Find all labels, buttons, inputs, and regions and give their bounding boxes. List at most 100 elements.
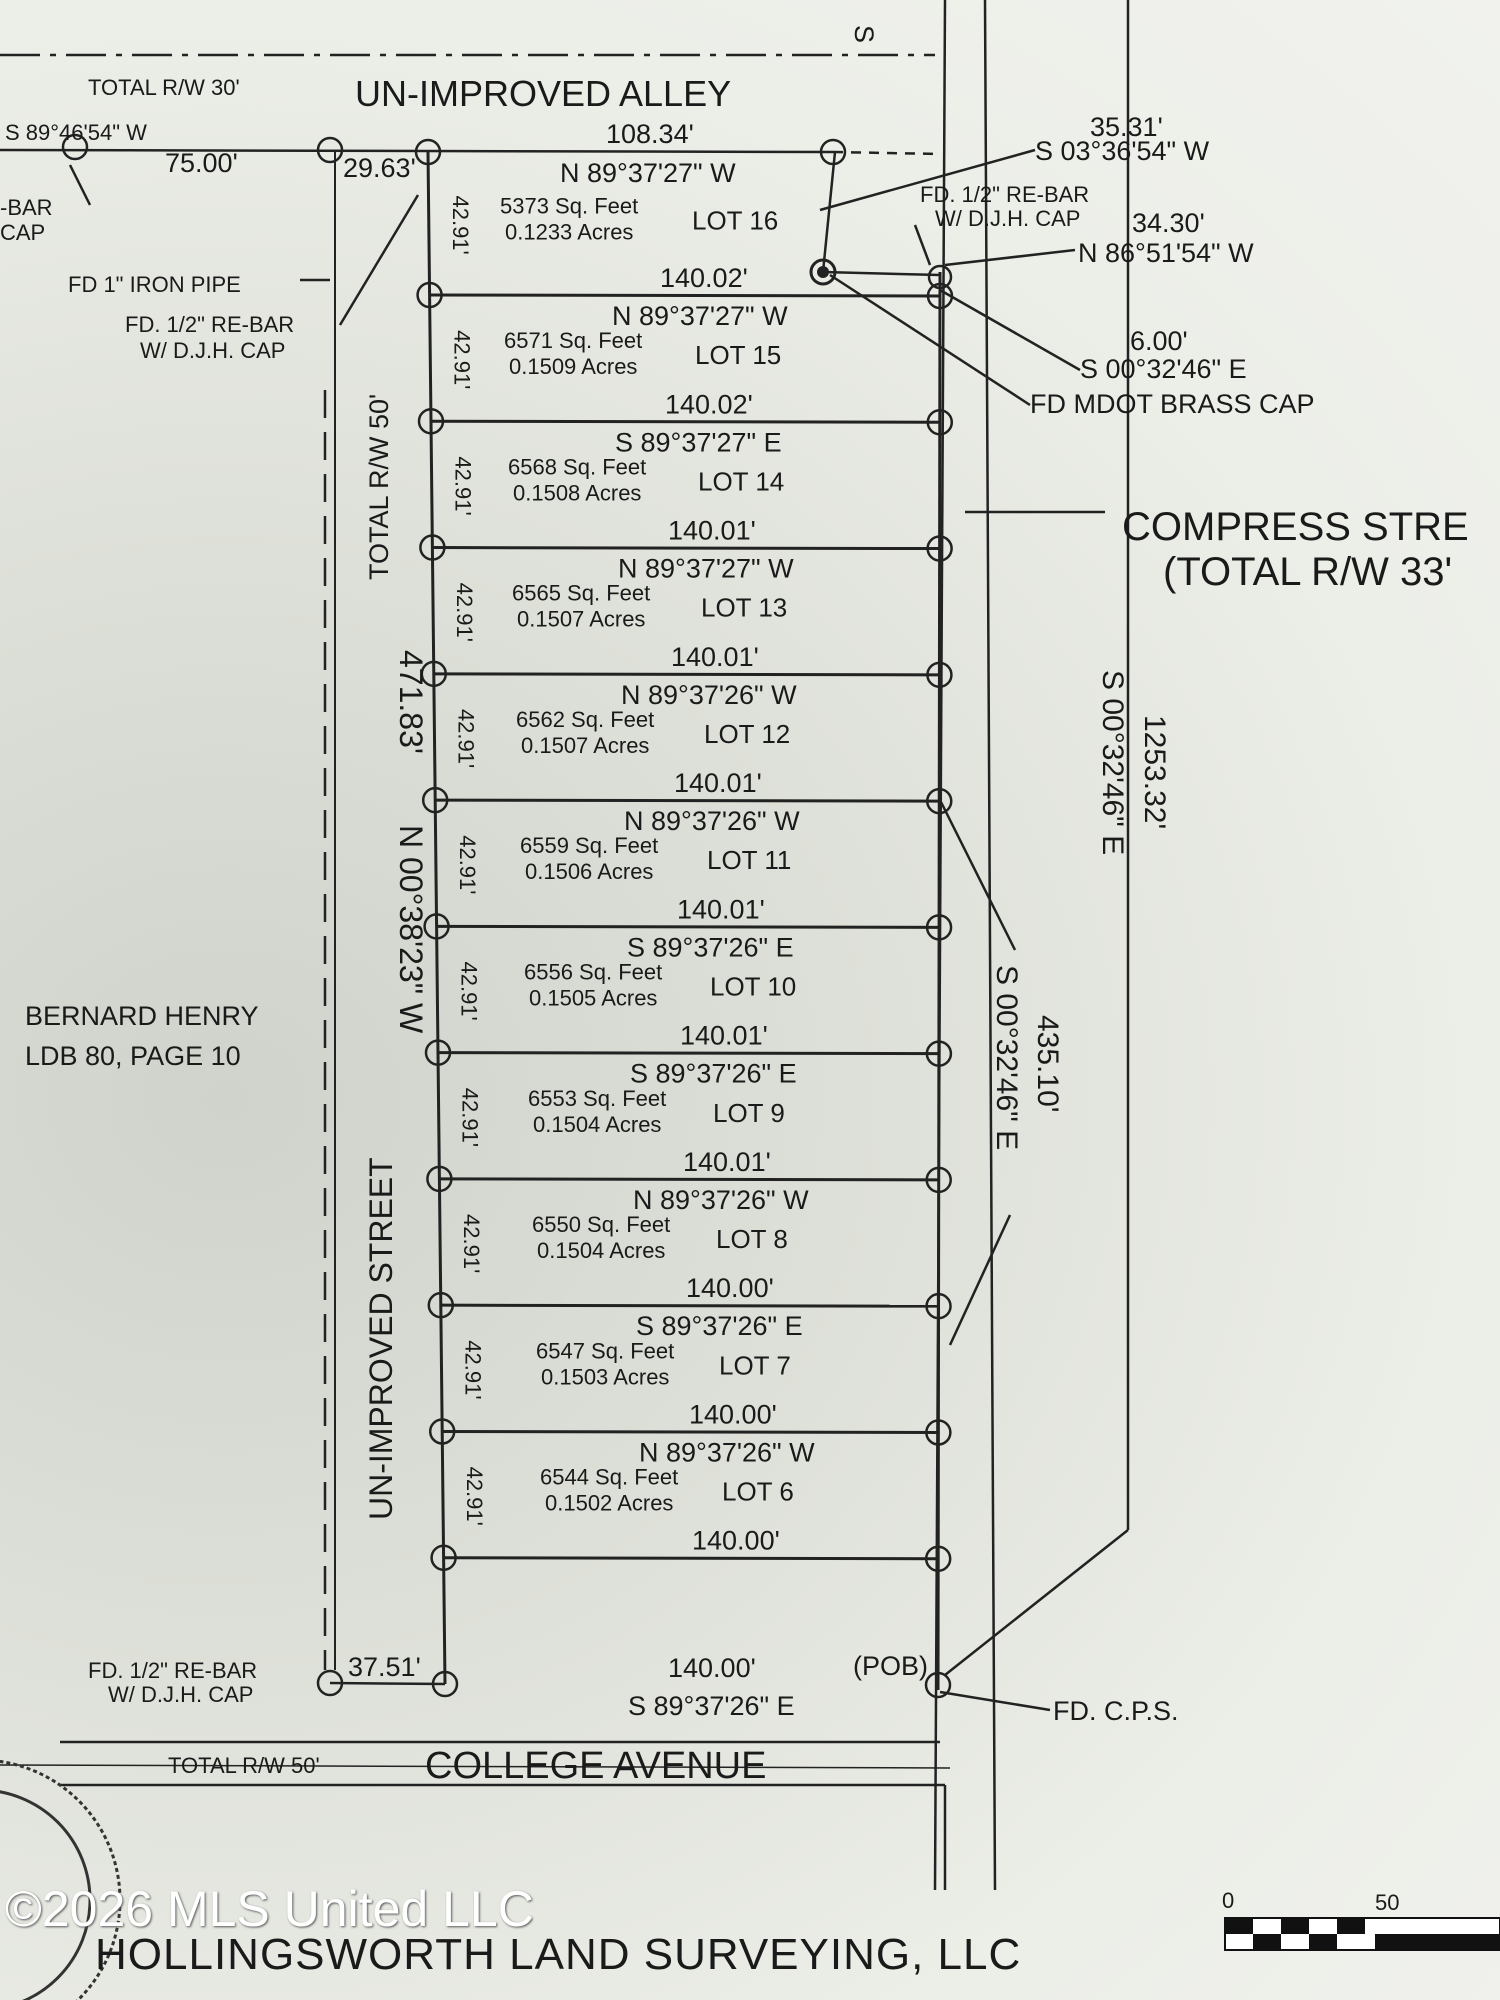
line-bearing: N 89°37'27" W	[612, 301, 788, 331]
lot-area-acres: 0.1505 Acres	[529, 986, 657, 1011]
lot-corner-west	[423, 913, 450, 940]
leader-cps	[939, 1690, 1051, 1712]
lot-division-line	[433, 672, 940, 677]
alley-bearing: N 89°37'27" W	[560, 158, 736, 188]
lot-area-sqft: 6544 Sq. Feet	[540, 1465, 678, 1490]
ne-bearing2: N 86°51'54" W	[1078, 238, 1254, 268]
lot-area-sqft: 5373 Sq. Feet	[500, 194, 638, 219]
line-distance: 140.02'	[665, 389, 753, 419]
lot-name: LOT 15	[695, 340, 781, 370]
lot-area-sqft: 6556 Sq. Feet	[524, 960, 662, 985]
lot-name: LOT 9	[713, 1098, 785, 1128]
alley-south-dashed	[832, 150, 941, 156]
lot-area-acres: 0.1504 Acres	[533, 1112, 661, 1137]
lot-corner-west	[416, 281, 443, 309]
sw-rebar-cap-label: W/ D.J.H. CAP	[108, 1682, 253, 1707]
lot-side-dimension: 42.91'	[453, 709, 478, 768]
lot-corner-west	[424, 1039, 452, 1066]
line-bearing: S 89°37'26" E	[627, 932, 794, 962]
ne-offset-line-2	[822, 270, 941, 277]
left-cap-partial: CAP	[0, 220, 45, 245]
lot-corner-west	[431, 1670, 459, 1698]
lot-area-acres: 0.1507 Acres	[521, 733, 649, 758]
compress-rw-label: (TOTAL R/W 33'	[1163, 550, 1452, 594]
lot-corner-east	[925, 1292, 952, 1320]
sw-tie-line	[329, 1681, 446, 1686]
mdot-cap-label: FD MDOT BRASS CAP	[1030, 389, 1315, 419]
east-distance: 435.10'	[1031, 1015, 1064, 1113]
scale-fifty-label: 50	[1375, 1890, 1399, 1915]
lot-corner-east	[925, 1040, 953, 1067]
bottom-line-bearing: S 89°37'26" E	[628, 1691, 795, 1721]
lot-corner-west	[420, 660, 448, 688]
surveyor-seal	[0, 1759, 122, 2000]
bottom-line-dist: 140.00'	[668, 1653, 756, 1683]
lot-side-dimension: 42.91'	[448, 196, 473, 255]
lot-division-line	[440, 1303, 939, 1308]
scale-bar	[1224, 1917, 1500, 1951]
pob-label: (POB)	[853, 1651, 928, 1681]
monument-marker	[414, 138, 442, 166]
lot-name: LOT 7	[719, 1350, 791, 1380]
lot-corner-east	[924, 1545, 952, 1572]
west-bearing: N 00°38'23" W	[393, 825, 429, 1034]
line-distance: 140.01'	[674, 768, 762, 798]
line-distance: 140.00'	[692, 1526, 780, 1556]
ne-dist2: 34.30'	[1132, 208, 1205, 238]
lot-area-acres: 0.1509 Acres	[509, 354, 637, 379]
lot-division-line	[432, 546, 940, 551]
nw-rebar-label: FD. 1/2" RE-BAR	[125, 312, 294, 337]
line-bearing: S 89°37'27" E	[615, 427, 782, 457]
ne-rebar-label: FD. 1/2" RE-BAR	[920, 182, 1089, 207]
leader-left-rebar	[68, 164, 92, 206]
lot-name: LOT 13	[701, 593, 787, 623]
lot-corner-east	[926, 661, 953, 689]
line-bearing: N 89°37'26" W	[624, 806, 800, 836]
lot-division-line	[443, 1556, 939, 1561]
lot-division-line	[439, 1177, 939, 1182]
alley-rw-label: TOTAL R/W 30'	[88, 75, 240, 100]
left-rebar-partial: -BAR	[0, 195, 53, 220]
adjacent-deed: LDB 80, PAGE 10	[25, 1041, 241, 1071]
lot-corner-west	[426, 1165, 453, 1193]
copyright-watermark: ©2026 MLS United LLC	[5, 1881, 534, 1937]
lot-area-acres: 0.1504 Acres	[537, 1238, 665, 1263]
line-bearing: S 89°37'26" E	[636, 1311, 803, 1341]
lot-side-dimension: 42.91'	[456, 962, 481, 1021]
lot-lines-group	[429, 293, 940, 1561]
cps-label: FD. C.P.S.	[1053, 1696, 1179, 1726]
leader-ne1	[819, 148, 1036, 212]
lot-area-sqft: 6571 Sq. Feet	[504, 328, 642, 353]
line-bearing: N 89°37'26" W	[633, 1185, 809, 1215]
lot-division-line	[429, 293, 940, 298]
lot-area-acres: 0.1507 Acres	[517, 607, 645, 632]
lot-area-sqft: 6565 Sq. Feet	[512, 581, 650, 606]
lot-area-sqft: 6568 Sq. Feet	[508, 454, 646, 479]
leader-nw-rebar	[338, 194, 420, 326]
ne-dist3: 6.00'	[1130, 326, 1188, 356]
lot-name: LOT 8	[716, 1224, 788, 1254]
bottom-thin-line	[0, 1764, 951, 1769]
lot-side-dimension: 42.91'	[455, 835, 480, 894]
lot-side-dimension: 42.91'	[458, 1088, 483, 1147]
leader-bearing2	[944, 248, 1076, 267]
compress-street-west-line	[933, 0, 947, 1891]
surveyor-company-name: HOLLINGSWORTH LAND SURVEYING, LLC	[95, 1930, 1022, 1979]
lot-area-acres: 0.1506 Acres	[525, 859, 653, 884]
lot-corner-east	[924, 1671, 952, 1699]
line-distance: 140.00'	[689, 1399, 777, 1429]
lot-area-sqft: 6547 Sq. Feet	[536, 1338, 674, 1363]
lot-corner-east	[926, 787, 953, 815]
lot-side-dimension: 42.91'	[451, 456, 476, 515]
leader-rebar-ne	[913, 224, 932, 266]
college-rw-label: TOTAL R/W 50'	[168, 1753, 320, 1778]
lot-side-dimension: 42.91'	[459, 1214, 484, 1273]
line-distance: 140.01'	[683, 1147, 771, 1177]
leader-bearing3	[939, 288, 1081, 372]
line-bearing: S 89°37'26" E	[630, 1059, 797, 1089]
mdot-cap-center	[817, 266, 829, 278]
lot-area-acres: 0.1508 Acres	[513, 480, 641, 505]
lot-corner-west	[419, 534, 446, 561]
